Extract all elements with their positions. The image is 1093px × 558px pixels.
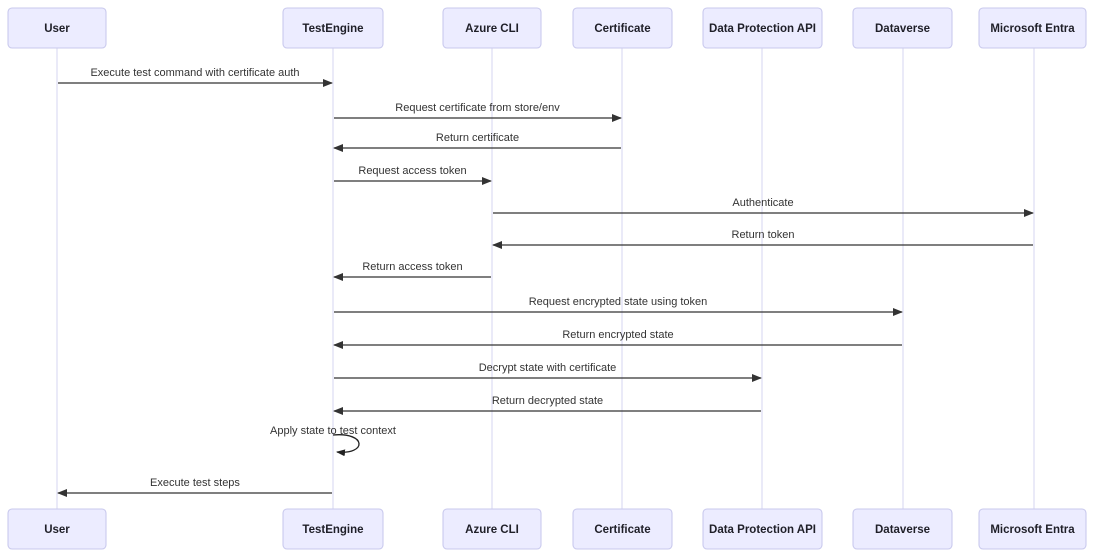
message-9: Decrypt state with certificate <box>334 362 762 382</box>
actor-label-dpapi: Data Protection API <box>709 23 816 35</box>
actor-user-footer[interactable]: User <box>7 508 107 550</box>
actor-dpapi-header[interactable]: Data Protection API <box>702 7 823 49</box>
actor-label-engine: TestEngine <box>302 524 363 536</box>
actor-label-cert: Certificate <box>594 23 650 35</box>
actor-box-entra[interactable] <box>978 508 1087 550</box>
message-label-0: Execute test command with certificate au… <box>90 67 299 79</box>
actor-engine-footer[interactable]: TestEngine <box>282 508 384 550</box>
actor-label-entra: Microsoft Entra <box>990 524 1075 536</box>
actor-box-azcli[interactable] <box>442 508 542 550</box>
actor-entra-header[interactable]: Microsoft Entra <box>978 7 1087 49</box>
actor-engine-header[interactable]: TestEngine <box>282 7 384 49</box>
message-label-7: Request encrypted state using token <box>529 296 708 308</box>
actor-label-cert: Certificate <box>594 524 650 536</box>
header-actors-group: User TestEngine Azure CLI Certificate Data P… <box>7 7 1087 49</box>
actor-azcli-footer[interactable]: Azure CLI <box>442 508 542 550</box>
message-0: Execute test command with certificate au… <box>58 67 333 87</box>
actor-box-engine[interactable] <box>282 7 384 49</box>
self-messages-group: Apply state to test context <box>270 425 396 457</box>
actor-dataverse-header[interactable]: Dataverse <box>852 7 953 49</box>
self-message-0: Apply state to test context <box>270 425 396 457</box>
message-label-3: Request access token <box>358 165 466 177</box>
message-6: Return access token <box>333 261 491 281</box>
actor-box-dpapi[interactable] <box>702 508 823 550</box>
actor-box-dataverse[interactable] <box>852 508 953 550</box>
actor-label-dataverse: Dataverse <box>875 524 930 536</box>
actor-entra-footer[interactable]: Microsoft Entra <box>978 508 1087 550</box>
actor-azcli-header[interactable]: Azure CLI <box>442 7 542 49</box>
actor-label-azcli: Azure CLI <box>465 524 519 536</box>
actor-box-user[interactable] <box>7 7 107 49</box>
message-label-11: Execute test steps <box>150 477 240 489</box>
message-2: Return certificate <box>333 132 621 152</box>
message-label-4: Authenticate <box>732 197 793 209</box>
actor-label-user: User <box>44 23 70 35</box>
actor-box-cert[interactable] <box>572 7 673 49</box>
actor-box-entra[interactable] <box>978 7 1087 49</box>
actor-label-user: User <box>44 524 70 536</box>
message-label-6: Return access token <box>362 261 462 273</box>
actor-box-engine[interactable] <box>282 508 384 550</box>
actor-label-dpapi: Data Protection API <box>709 524 816 536</box>
actor-box-dpapi[interactable] <box>702 7 823 49</box>
message-label-8: Return encrypted state <box>562 329 673 341</box>
actor-label-dataverse: Dataverse <box>875 23 930 35</box>
message-label-10: Return decrypted state <box>492 395 603 407</box>
actor-dpapi-footer[interactable]: Data Protection API <box>702 508 823 550</box>
actor-label-entra: Microsoft Entra <box>990 23 1075 35</box>
message-label-2: Return certificate <box>436 132 519 144</box>
self-message-loop-0 <box>332 434 360 457</box>
message-3: Request access token <box>334 165 492 185</box>
message-4: Authenticate <box>493 197 1034 217</box>
message-11: Execute test steps <box>57 477 332 497</box>
actor-box-azcli[interactable] <box>442 7 542 49</box>
message-5: Return token <box>492 229 1033 249</box>
message-7: Request encrypted state using token <box>334 296 903 316</box>
message-label-1: Request certificate from store/env <box>395 102 560 114</box>
actor-cert-footer[interactable]: Certificate <box>572 508 673 550</box>
message-1: Request certificate from store/env <box>334 102 622 122</box>
message-label-9: Decrypt state with certificate <box>479 362 617 374</box>
actor-dataverse-footer[interactable]: Dataverse <box>852 508 953 550</box>
actor-box-dataverse[interactable] <box>852 7 953 49</box>
message-8: Return encrypted state <box>333 329 902 349</box>
actor-label-azcli: Azure CLI <box>465 23 519 35</box>
actor-user-header[interactable]: User <box>7 7 107 49</box>
actor-box-user[interactable] <box>7 508 107 550</box>
footer-actors-group: User TestEngine Azure CLI Certificate Data P… <box>7 508 1087 550</box>
message-label-5: Return token <box>732 229 795 241</box>
actor-cert-header[interactable]: Certificate <box>572 7 673 49</box>
message-10: Return decrypted state <box>333 395 761 415</box>
actor-box-cert[interactable] <box>572 508 673 550</box>
actor-label-engine: TestEngine <box>302 23 363 35</box>
self-message-label-0: Apply state to test context <box>270 425 396 437</box>
lifelines-group <box>56 48 1035 509</box>
messages-group: Execute test command with certificate au… <box>57 67 1034 497</box>
